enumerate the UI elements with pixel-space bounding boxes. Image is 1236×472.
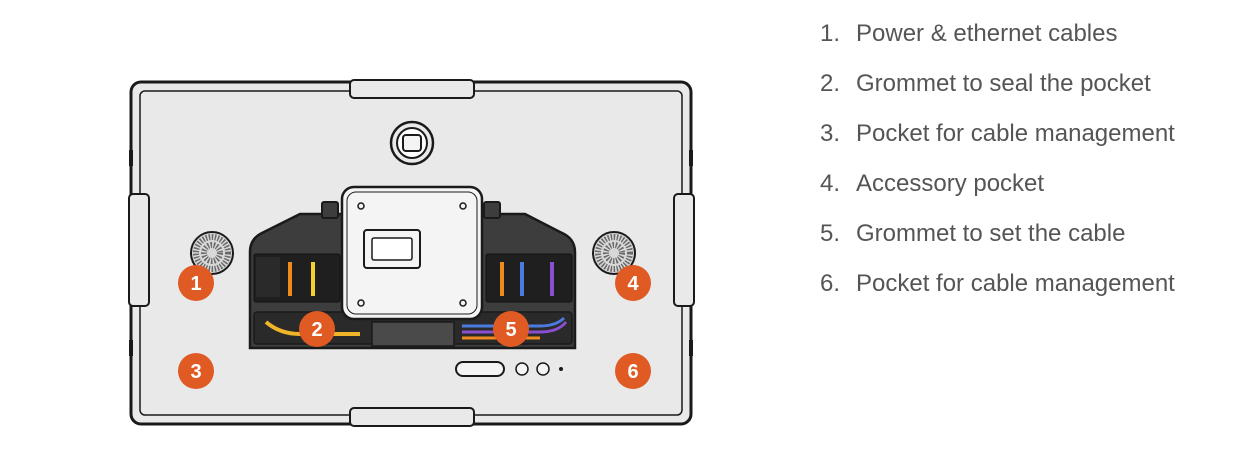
label-sticker [256, 257, 280, 297]
bottom-clip [349, 407, 475, 427]
mount-screw [357, 202, 365, 210]
mount-bracket-slot [371, 237, 413, 261]
legend-number: 5. [820, 220, 841, 247]
legend-number: 4. [820, 170, 841, 197]
callout-1: 1 [178, 265, 214, 301]
callout-number: 6 [627, 361, 638, 383]
grommet-marker [299, 311, 335, 347]
right-speaker [592, 231, 636, 275]
callout-6: 6 [615, 353, 651, 389]
callout-5: 5 [493, 311, 529, 347]
legend-list: 1. Power & ethernet cables 2. Grommet to… [820, 16, 1220, 316]
lock-icon [402, 134, 422, 152]
status-led [559, 367, 563, 371]
callout-number: 1 [190, 273, 201, 295]
callout-number: 3 [190, 361, 201, 383]
legend-item: 1. Power & ethernet cables [820, 16, 1220, 51]
legend-text: Grommet to set the cable [856, 220, 1126, 247]
left-clip [128, 193, 150, 307]
port-slot [455, 361, 505, 377]
legend-text: Pocket for cable management [856, 270, 1175, 297]
vesa-mount-inner [346, 191, 478, 315]
mount-screw [459, 202, 467, 210]
legend-item: 2. Grommet to seal the pocket [820, 66, 1220, 101]
legend-item: 3. Pocket for cable management [820, 116, 1220, 151]
legend-text: Grommet to seal the pocket [856, 70, 1151, 97]
tray-tab-right [483, 201, 501, 219]
callout-4: 4 [615, 265, 651, 301]
legend-item: 6. Pocket for cable management [820, 266, 1220, 301]
legend-number: 6. [820, 270, 841, 297]
accessory-pocket-marker [615, 265, 651, 301]
legend-text: Accessory pocket [856, 170, 1045, 197]
grommet-marker [493, 311, 529, 347]
tray-tab-left [321, 201, 339, 219]
label-panel-right [485, 253, 573, 303]
legend-number: 2. [820, 70, 841, 97]
pocket-marker [615, 353, 651, 389]
legend-number: 1. [820, 20, 841, 47]
device-back-diagram: 1 2 3 4 5 6 [128, 79, 695, 427]
channel-divider [371, 321, 455, 347]
legend-item: 4. Accessory pocket [820, 166, 1220, 201]
legend-item: 5. Grommet to set the cable [820, 216, 1220, 251]
callout-3: 3 [178, 353, 214, 389]
legend-text: Pocket for cable management [856, 120, 1175, 147]
right-channel-cables-1 [462, 316, 566, 328]
legend-text: Power & ethernet cables [856, 20, 1118, 47]
mount-screw [459, 299, 467, 307]
top-clip [349, 79, 475, 99]
left-speaker [190, 231, 234, 275]
reset-button [536, 362, 550, 376]
callout-2: 2 [299, 311, 335, 347]
pocket-marker [178, 353, 214, 389]
cable-entry-marker [178, 265, 214, 301]
callout-number: 5 [505, 319, 516, 341]
legend-number: 3. [820, 120, 841, 147]
right-channel-cables-2 [462, 321, 568, 334]
callout-number: 4 [627, 273, 639, 295]
right-clip [673, 193, 695, 307]
mount-screw [357, 299, 365, 307]
power-button [515, 362, 529, 376]
callout-number: 2 [311, 319, 322, 341]
